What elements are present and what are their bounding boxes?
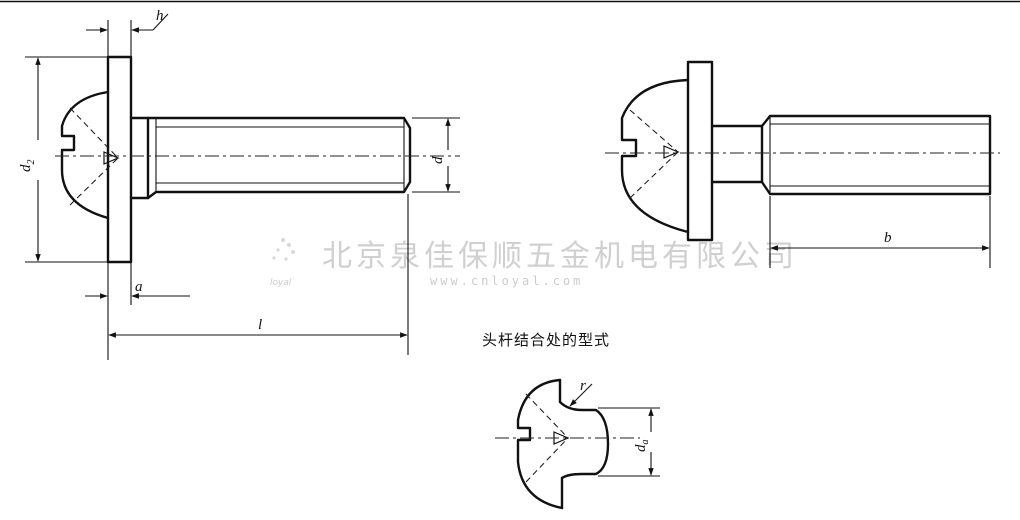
watermark: 北京泉佳保顺五金机电有限公司 www.cnloyal.com loyal [270, 238, 798, 288]
svg-text:d2: d2 [18, 160, 37, 173]
svg-text:d: d [430, 156, 446, 164]
right-washer [686, 60, 714, 242]
left-head-point [103, 151, 120, 165]
detail-head-slot [518, 427, 531, 441]
detail-shank [558, 400, 610, 480]
dim-r-label: r [580, 378, 586, 394]
right-head-slot [622, 139, 637, 157]
dim-d2-label: d2 [18, 160, 37, 173]
left-neck [129, 116, 150, 200]
dim-r-leader [569, 383, 593, 407]
dim-b-label: b [884, 230, 892, 246]
left-view: h d2 d a l [18, 8, 460, 360]
left-head-slot [62, 135, 75, 151]
watermark-logo-icon [272, 238, 295, 261]
left-shank [146, 116, 412, 200]
detail-recess-line [525, 393, 569, 439]
detail-view: r da [495, 378, 660, 510]
watermark-logo-text: loyal [270, 278, 292, 288]
left-head-recess-line [69, 157, 119, 206]
dim-l-label: l [258, 317, 262, 333]
right-head-point [663, 145, 680, 159]
left-washer [106, 55, 133, 264]
right-head-recess-line [629, 109, 679, 153]
dim-d-label: d [430, 156, 446, 164]
right-shank [760, 114, 992, 196]
right-neck [710, 124, 764, 184]
right-view: b [605, 60, 1000, 268]
left-screw-head [60, 90, 110, 220]
dim-h-label: h [156, 8, 164, 24]
dim-a-label: a [135, 279, 143, 295]
dim-h-leader [152, 13, 169, 31]
watermark-company: 北京泉佳保顺五金机电有限公司 [322, 239, 798, 274]
left-head-recess-line [69, 107, 119, 159]
svg-text:da: da [633, 440, 651, 453]
right-head-recess-line [629, 151, 679, 199]
detail-caption: 头杆结合处的型式 [482, 331, 610, 349]
watermark-url: www.cnloyal.com [430, 274, 583, 288]
dim-da-label: da [633, 440, 651, 453]
detail-recess-line [525, 437, 569, 483]
